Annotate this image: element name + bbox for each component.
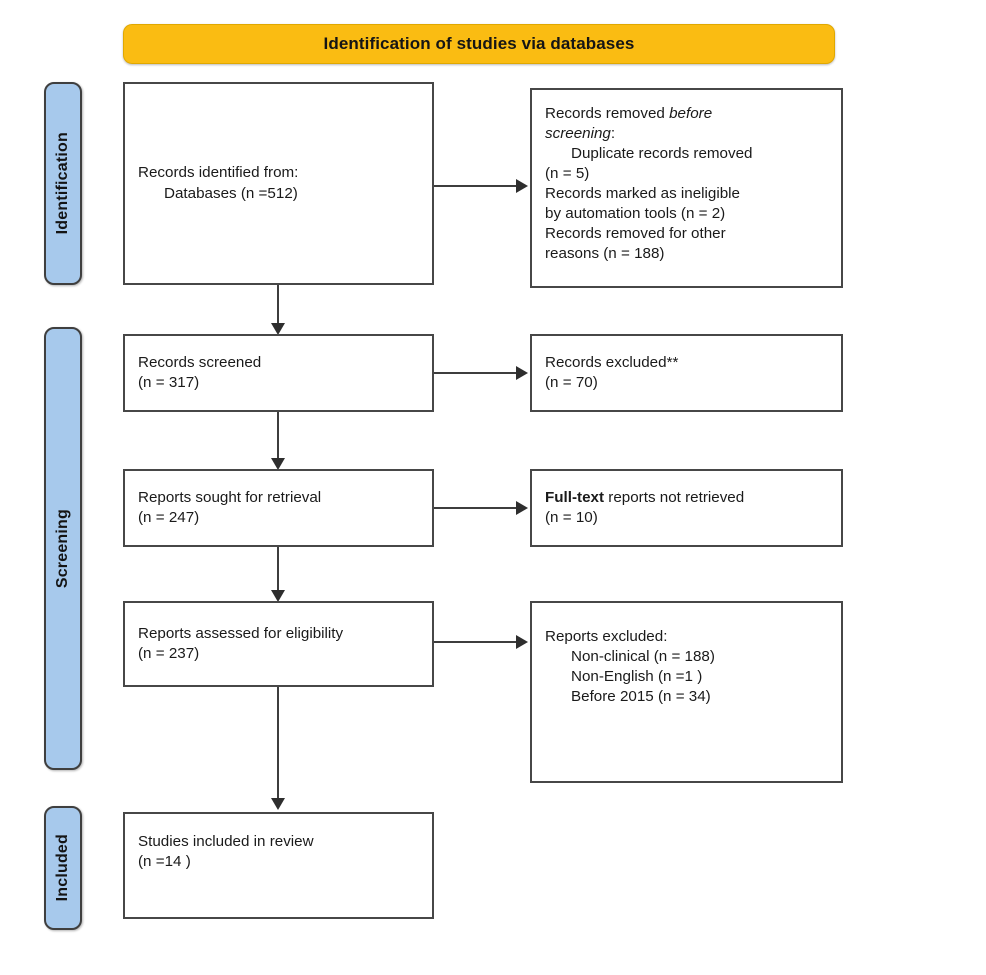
arrowhead-identified-to-removed — [516, 179, 528, 193]
box-reports-sought-line-1: Reports sought for retrieval — [138, 488, 322, 506]
box-records-excluded: Records excluded** (n = 70) — [530, 334, 843, 412]
box-records-screened: Records screened (n = 317) — [123, 334, 434, 412]
box-reports-excluded-line-2: Non-clinical (n = 188) — [571, 648, 715, 666]
box-records-excluded-line-2: (n = 70) — [545, 374, 598, 391]
arrowhead-assessed-to-included — [271, 798, 285, 810]
box-records-identified: Records identified from: Databases (n =5… — [123, 82, 434, 285]
box-studies-included-line-1: Studies included in review — [138, 833, 314, 850]
connector-assessed-to-excluded — [434, 641, 518, 643]
connector-sought-to-assessed — [277, 547, 279, 592]
arrowhead-assessed-to-excluded — [516, 635, 528, 649]
connector-screened-to-excluded — [434, 372, 518, 374]
box-reports-not-retrieved-line-2: (n = 10) — [545, 509, 598, 526]
removed-line2-emphasis: screening — [545, 125, 611, 143]
arrowhead-screened-to-sought — [271, 458, 285, 470]
box-reports-sought: Reports sought for retrieval (n = 247) — [123, 469, 434, 547]
box-records-identified-line-1: Records identified from: — [138, 164, 299, 182]
box-reports-excluded: Reports excluded: Non-clinical (n = 188)… — [530, 601, 843, 783]
box-records-removed-before-screening: Records removed before screening: Duplic… — [530, 88, 843, 288]
box-reports-excluded-line-3: Non-English (n =1 ) — [571, 668, 703, 686]
phase-sidebar-included-label: Included — [54, 834, 71, 902]
header-banner: Identification of studies via databases — [123, 24, 835, 64]
arrowhead-sought-to-not-retrieved — [516, 501, 528, 515]
connector-assessed-to-included — [277, 687, 279, 800]
box-reports-excluded-line-4: Before 2015 (n = 34) — [571, 688, 711, 706]
connector-identified-to-removed — [434, 185, 518, 187]
box-records-removed-line-1: Records removed before — [545, 104, 828, 124]
phase-sidebar-screening: Screening — [44, 327, 82, 770]
arrowhead-identified-to-screened — [271, 323, 285, 335]
connector-screened-to-sought — [277, 412, 279, 460]
box-records-screened-line-1: Records screened — [138, 353, 262, 371]
box-reports-assessed: Reports assessed for eligibility (n = 23… — [123, 601, 434, 687]
box-reports-assessed-line-2: (n = 237) — [138, 645, 200, 662]
phase-sidebar-identification-label: Identification — [54, 132, 71, 235]
box-reports-not-retrieved: Full-text reports not retrieved (n = 10) — [530, 469, 843, 547]
box-reports-sought-line-2: (n = 247) — [138, 509, 200, 526]
box-records-removed-line-5: Records marked as ineligible — [545, 185, 740, 203]
header-banner-label: Identification of studies via databases — [323, 34, 635, 53]
removed-line1-pre: Records removed — [545, 105, 670, 122]
box-records-excluded-line-1: Records excluded** — [545, 353, 679, 371]
box-reports-assessed-line-1: Reports assessed for eligibility — [138, 624, 344, 642]
arrowhead-screened-to-excluded — [516, 366, 528, 380]
box-records-removed-line-7: Records removed for other — [545, 225, 726, 243]
box-records-removed-line-4: (n = 5) — [545, 165, 590, 183]
box-studies-included: Studies included in review (n =14 ) — [123, 812, 434, 919]
removed-line1-emphasis: before — [669, 105, 713, 122]
not-retrieved-bold: Full-text — [545, 488, 605, 506]
box-reports-excluded-line-1: Reports excluded: — [545, 628, 668, 645]
box-reports-not-retrieved-line-1: Full-text reports not retrieved — [545, 488, 828, 508]
box-records-removed-line-6: by automation tools (n = 2) — [545, 205, 726, 223]
box-records-removed-line-3: Duplicate records removed — [571, 145, 753, 163]
connector-sought-to-not-retrieved — [434, 507, 518, 509]
connector-identified-to-screened — [277, 285, 279, 325]
removed-line2-post: : — [610, 125, 616, 143]
arrowhead-sought-to-assessed — [271, 590, 285, 602]
box-records-removed-line-8: reasons (n = 188) — [545, 245, 665, 263]
phase-sidebar-screening-label: Screening — [54, 508, 71, 589]
phase-sidebar-included: Included — [44, 806, 82, 930]
box-records-removed-line-2: screening: — [545, 124, 828, 144]
box-records-screened-line-2: (n = 317) — [138, 374, 200, 391]
phase-sidebar-identification: Identification — [44, 82, 82, 285]
box-studies-included-line-2: (n =14 ) — [138, 853, 191, 871]
not-retrieved-rest: reports not retrieved — [604, 488, 745, 506]
box-records-identified-line-2: Databases (n =512) — [164, 184, 298, 202]
